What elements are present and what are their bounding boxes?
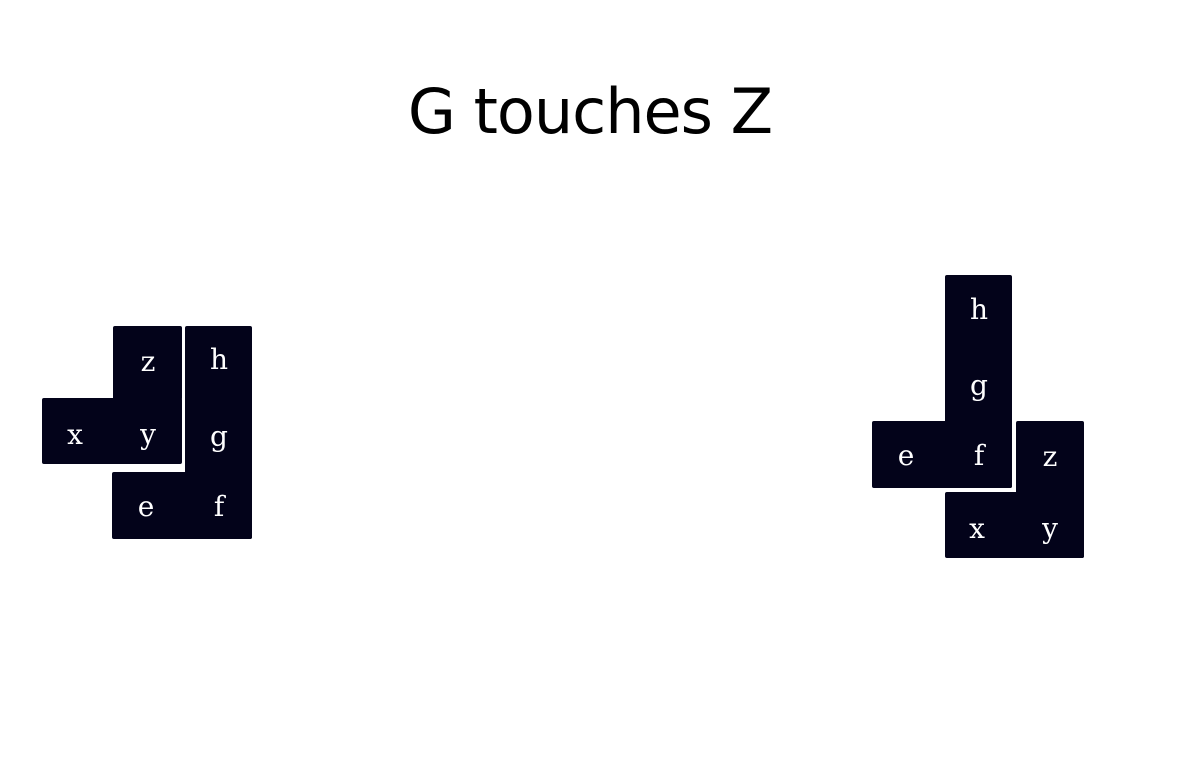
right-cell-f: f: [973, 439, 985, 472]
right-cell-g: g: [970, 369, 988, 402]
right-cell-y: y: [1042, 512, 1058, 545]
right-piece-zxy-foot: [945, 492, 1084, 558]
right-cell-e: e: [897, 439, 915, 472]
left-cell-e: e: [137, 490, 155, 523]
left-cell-f: f: [213, 490, 225, 523]
left-cell-h: h: [209, 343, 229, 376]
right-cell-h: h: [969, 293, 989, 326]
left-piece-zyx-bottom: [42, 398, 182, 464]
left-cell-y: y: [140, 418, 156, 451]
left-cell-x: x: [67, 418, 83, 451]
left-cell-g: g: [210, 420, 228, 453]
right-piece-hgfe-arm: [872, 421, 1012, 488]
left-piece-zyx-top: [113, 326, 182, 400]
slide-title: G touches Z: [407, 75, 773, 148]
left-cell-z: z: [140, 345, 156, 378]
right-cell-x: x: [969, 512, 985, 545]
right-cell-z: z: [1042, 440, 1058, 473]
left-piece-hgfe-foot: [112, 472, 252, 539]
